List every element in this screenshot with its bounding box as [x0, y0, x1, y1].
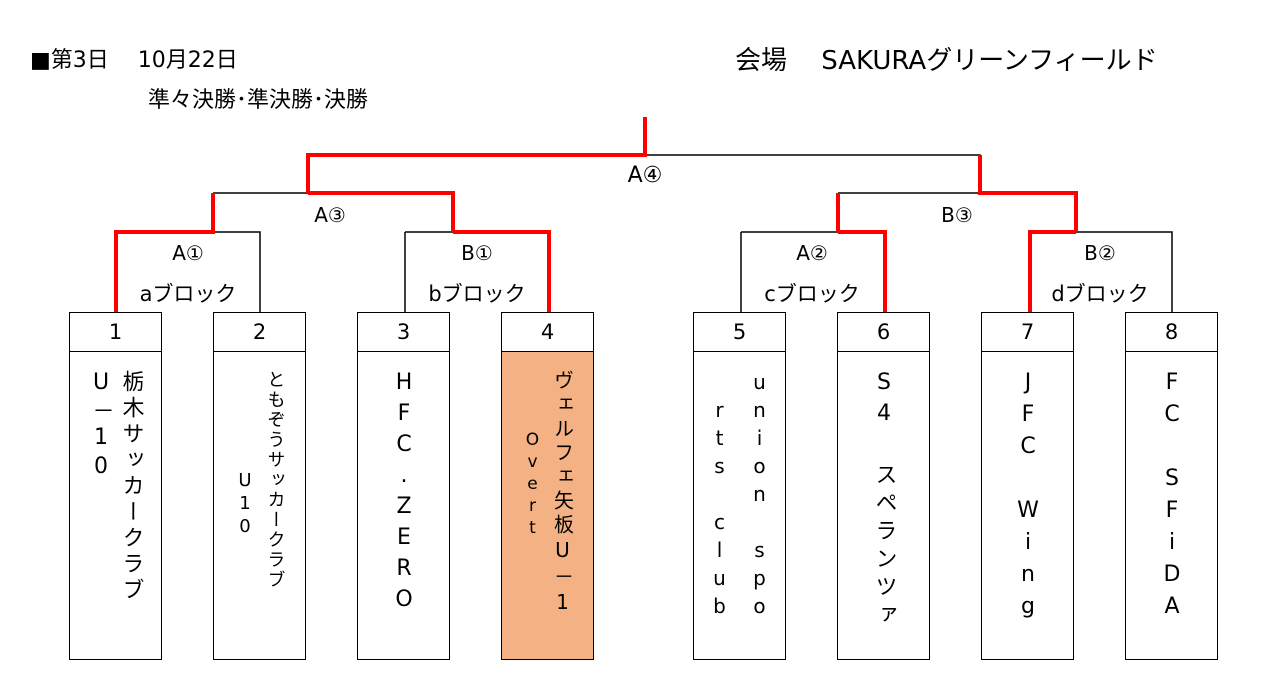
team-name-line: S4 スペランツァ	[871, 370, 897, 631]
bracket-line	[213, 231, 261, 312]
win-line	[308, 191, 455, 232]
team-name-line: JFC Wing	[1015, 370, 1041, 626]
win-line	[978, 155, 1078, 232]
match-label-semi-left: A③	[314, 203, 346, 227]
team-name: S4 スペランツァ	[838, 352, 929, 659]
team-box-6: 6 S4 スペランツァ	[837, 312, 930, 660]
win-line	[838, 230, 887, 312]
block-label-a: aブロック	[139, 282, 237, 306]
team-name-line: ともぞうサッカークラブ	[264, 370, 286, 590]
team-name: JFC Wing	[982, 352, 1073, 659]
block-label-d: dブロック	[1051, 282, 1149, 306]
team-name: ヴェルフェ矢板U－1 Overt	[502, 352, 593, 659]
win-line	[453, 230, 551, 312]
rounds-label: 準々決勝･準決勝･決勝	[148, 88, 369, 113]
match-label-qf-a: A①	[172, 241, 204, 265]
match-label-qf-d: B②	[1084, 241, 1116, 265]
venue-label: 会場 SAKURAグリーンフィールド	[735, 46, 1158, 76]
block-label-c: cブロック	[764, 282, 860, 306]
match-label-qf-c: A②	[796, 241, 828, 265]
team-box-1: 1 栃木サッカークラブ U－10	[69, 312, 162, 660]
team-name-line: ヴェルフェ矢板U－1	[550, 370, 575, 618]
team-name: FC SFiDA	[1126, 352, 1217, 659]
team-number: 2	[214, 313, 305, 352]
team-number: 7	[982, 313, 1073, 352]
team-name-line: union spo	[747, 370, 772, 622]
team-name: 栃木サッカークラブ U－10	[70, 352, 161, 659]
team-name-line: FC SFiDA	[1159, 370, 1185, 626]
team-number: 4	[502, 313, 593, 352]
team-number: 3	[358, 313, 449, 352]
team-box-7: 7 JFC Wing	[981, 312, 1074, 660]
match-label-final: A④	[627, 163, 663, 188]
match-label-qf-b: B①	[461, 241, 493, 265]
team-name-line: HFC.ZERO	[391, 370, 417, 618]
bracket-line	[645, 154, 981, 193]
win-line	[114, 193, 215, 312]
team-name-line: 栃木サッカークラブ	[118, 370, 144, 604]
team-box-5: 5 union spo rts club	[693, 312, 786, 660]
team-name: ともぞうサッカークラブ U10	[214, 352, 305, 659]
block-label-b: bブロック	[428, 282, 526, 306]
win-line	[1028, 230, 1076, 312]
match-label-semi-right: B③	[941, 203, 973, 227]
team-name-line: U10	[234, 470, 256, 539]
win-line	[306, 117, 647, 193]
team-name: union spo rts club	[694, 352, 785, 659]
team-box-4: 4 ヴェルフェ矢板U－1 Overt	[501, 312, 594, 660]
day-date-label: ■第3日 10月22日	[30, 48, 238, 73]
team-name-line: rts club	[707, 398, 732, 622]
team-name-line: U－10	[88, 370, 114, 483]
team-number: 5	[694, 313, 785, 352]
team-box-2: 2 ともぞうサッカークラブ U10	[213, 312, 306, 660]
team-name: HFC.ZERO	[358, 352, 449, 659]
team-number: 8	[1126, 313, 1217, 352]
team-number: 1	[70, 313, 161, 352]
team-box-8: 8 FC SFiDA	[1125, 312, 1218, 660]
team-box-3: 3 HFC.ZERO	[357, 312, 450, 660]
team-number: 6	[838, 313, 929, 352]
team-name-line: Overt	[522, 430, 543, 540]
